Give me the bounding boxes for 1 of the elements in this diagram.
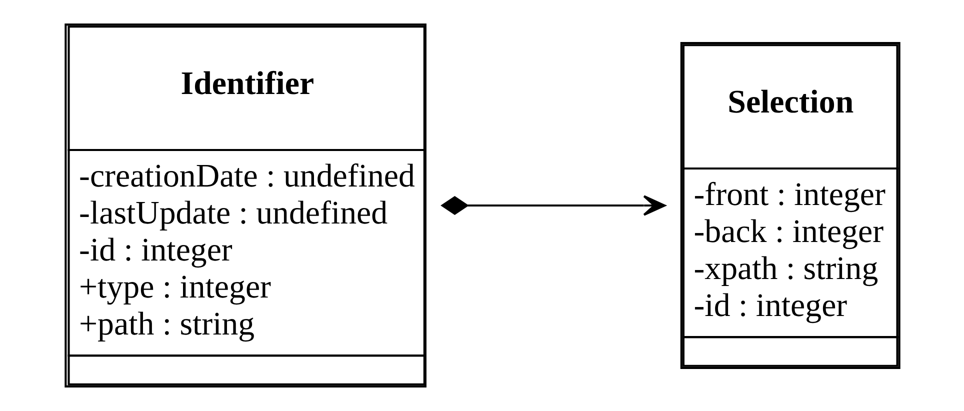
arrow xyxy=(440,195,666,216)
